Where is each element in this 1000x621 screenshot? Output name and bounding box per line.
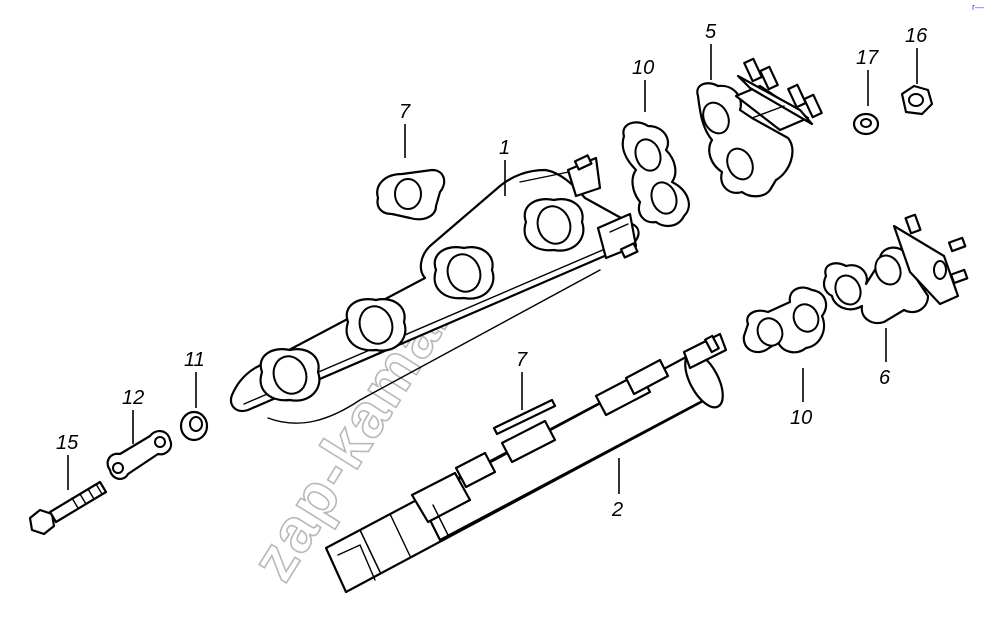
manifold-flange-2 — [345, 298, 407, 352]
callout-12: 12 — [122, 387, 144, 409]
corner-mark: r— — [972, 2, 984, 12]
double-gasket-part-10-lower — [742, 286, 828, 354]
washer-part-17 — [852, 112, 880, 136]
sleeve-part-11 — [179, 410, 209, 442]
manifold-flange-3 — [433, 246, 495, 300]
callout-16: 16 — [905, 25, 928, 47]
callout-17: 17 — [856, 47, 879, 69]
double-gasket-part-10-upper — [621, 121, 690, 228]
leader-lines — [67, 44, 918, 494]
callout-2: 2 — [611, 499, 623, 521]
callout-5: 5 — [705, 21, 717, 43]
plate-part-12 — [106, 430, 173, 480]
pipe-flange-part-6 — [822, 213, 969, 325]
callout-labels: 7 1 10 5 17 16 6 10 7 2 11 12 15 — [56, 21, 928, 521]
upper-manifold-part-1 — [229, 154, 640, 424]
nut-part-16 — [900, 84, 934, 116]
callout-10-lower: 10 — [790, 407, 812, 429]
manifold-flange-4 — [523, 198, 585, 252]
pipe-flange-part-5 — [696, 57, 823, 198]
callout-7-lower: 7 — [516, 349, 528, 371]
callout-15: 15 — [56, 432, 79, 454]
bolt-part-15 — [28, 480, 108, 536]
callout-1: 1 — [499, 137, 510, 159]
callout-6: 6 — [879, 367, 891, 389]
callout-11: 11 — [184, 349, 205, 371]
flange-gasket-part-7 — [376, 168, 446, 221]
gasket-strip-part-7 — [492, 398, 557, 436]
manifold-flange-1 — [259, 348, 321, 402]
callout-7-upper: 7 — [399, 101, 411, 123]
callout-10-upper: 10 — [632, 57, 654, 79]
lower-manifold-part-2 — [324, 332, 728, 594]
